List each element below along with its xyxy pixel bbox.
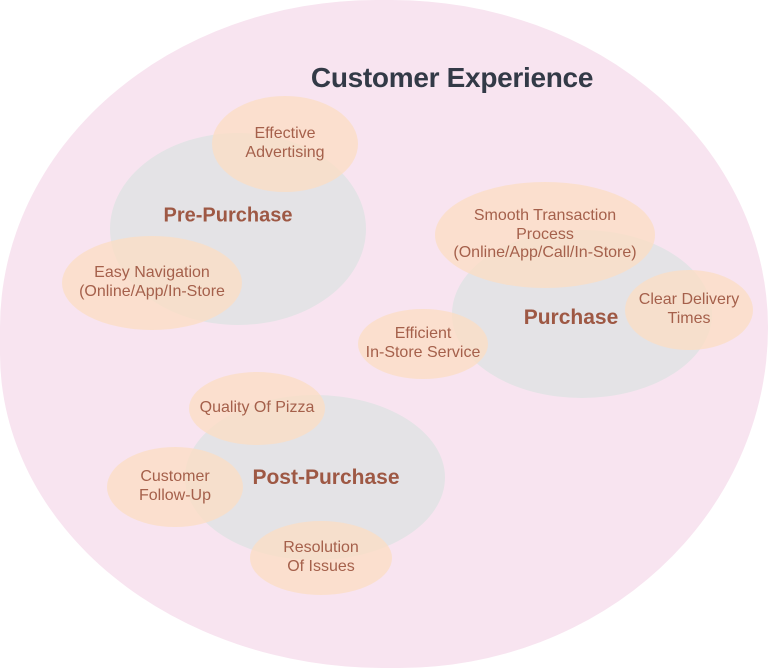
bubble-label: Effective Advertising	[245, 125, 325, 161]
bubble-label: Clear Delivery Times	[638, 291, 740, 327]
bubble-label: Smooth Transaction Process (Online/App/C…	[453, 206, 637, 262]
bubble-label: Customer Follow-Up	[138, 468, 211, 504]
bubble-easy-navigation: Easy Navigation (Online/App/In-Store	[62, 236, 242, 330]
bubble-efficient-in-store-service: Efficient In-Store Service	[358, 309, 488, 379]
bubble-label: Resolution Of Issues	[283, 539, 359, 575]
stage-label-purchase: Purchase	[523, 306, 619, 329]
bubble-resolution-of-issues: Resolution Of Issues	[250, 521, 392, 595]
stage-label-pre-purchase: Pre-Purchase	[163, 204, 293, 227]
bubble-label: Quality Of Pizza	[199, 399, 315, 417]
bubble-effective-advertising: Effective Advertising	[212, 96, 358, 192]
bubble-quality-of-pizza: Quality Of Pizza	[189, 372, 325, 445]
bubble-clear-delivery-times: Clear Delivery Times	[625, 270, 753, 350]
bubble-customer-follow-up: Customer Follow-Up	[107, 447, 243, 527]
stage-label-post-purchase: Post-Purchase	[252, 466, 400, 489]
diagram-title: Customer Experience	[310, 62, 594, 93]
bubble-smooth-transaction-process: Smooth Transaction Process (Online/App/C…	[435, 182, 655, 288]
bubble-label: Efficient In-Store Service	[365, 325, 481, 361]
bubble-label: Easy Navigation (Online/App/In-Store	[79, 264, 225, 300]
